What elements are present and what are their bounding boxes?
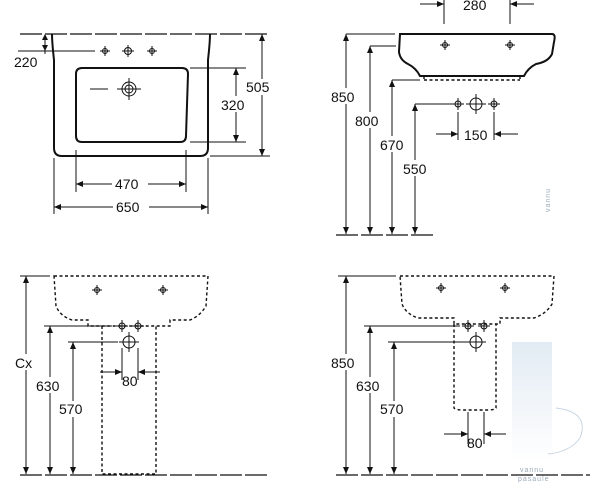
front-view: 220 320 505 470 650: [10, 33, 278, 215]
side-basin-outline: [397, 33, 556, 77]
pedestal-drain-height-label: 570: [59, 401, 83, 417]
front-tap-height-label: 220: [14, 54, 38, 70]
pedestal-basin-outline: [53, 275, 209, 327]
pipe-outlet-icon: [478, 320, 490, 332]
pedestal-fixed-rim-height-label: 850: [331, 355, 355, 371]
pedestal-view-fixed: 850 630 570 80 vannu pasaule: [330, 275, 590, 483]
tap-hole-icon: [436, 283, 446, 293]
side-fixing-width-label: 280: [463, 0, 487, 13]
drain-icon: [466, 94, 486, 114]
pedestal-pipe-spacing-label: 80: [122, 373, 138, 389]
watermark-bar: [512, 342, 552, 462]
watermark-text: vannu: [545, 188, 552, 212]
side-view: 280 850 800 670: [330, 0, 556, 236]
side-trap-height-label: 670: [380, 137, 404, 153]
tap-hole-icon: [100, 46, 110, 56]
pedestal-fixed-drain-height-label: 570: [380, 401, 404, 417]
tap-hole-icon: [92, 285, 102, 295]
basin-outline: [51, 33, 211, 157]
front-bowl-height-label: 320: [221, 97, 245, 113]
watermark-text: vannu: [520, 467, 544, 474]
pedestal-view-variable: Cx 630 570 80: [14, 275, 270, 476]
pedestal-basin-outline: [399, 275, 555, 325]
pipe-outlet-icon: [452, 98, 464, 110]
side-drain-height-label: 550: [403, 161, 427, 177]
pedestal-fixed-pipe-spacing-label: 80: [467, 435, 483, 451]
watermark-text: pasaule: [518, 476, 550, 483]
pipe-outlet-icon: [132, 320, 144, 332]
side-mid-height-label: 800: [355, 113, 379, 129]
front-width-label: 650: [116, 199, 140, 215]
bowl-outline: [75, 67, 190, 143]
side-rim-height-label: 850: [331, 89, 355, 105]
watermark-swoosh: [547, 407, 583, 455]
side-pipe-spacing-label: 150: [464, 127, 488, 143]
tap-hole-icon: [505, 40, 515, 50]
pipe-outlet-icon: [462, 320, 474, 332]
drain-icon: [90, 78, 141, 100]
drain-icon: [119, 332, 139, 352]
tap-hole-icon: [158, 285, 168, 295]
tap-hole-icon: [122, 45, 134, 57]
tap-hole-icon: [440, 40, 450, 50]
tap-hole-icon: [500, 283, 510, 293]
tap-hole-icon: [147, 46, 157, 56]
pedestal-trap-height-label: 630: [36, 378, 60, 394]
drain-icon: [466, 332, 486, 352]
pedestal-outline: [101, 326, 157, 475]
pipe-outlet-icon: [488, 98, 500, 110]
semi-pedestal-outline: [453, 324, 497, 411]
front-bowl-width-label: 470: [115, 176, 139, 192]
pedestal-rim-height-label: Cx: [15, 355, 32, 371]
pedestal-fixed-trap-height-label: 630: [356, 378, 380, 394]
pipe-outlet-icon: [116, 320, 128, 332]
front-depth-label: 505: [246, 79, 270, 95]
